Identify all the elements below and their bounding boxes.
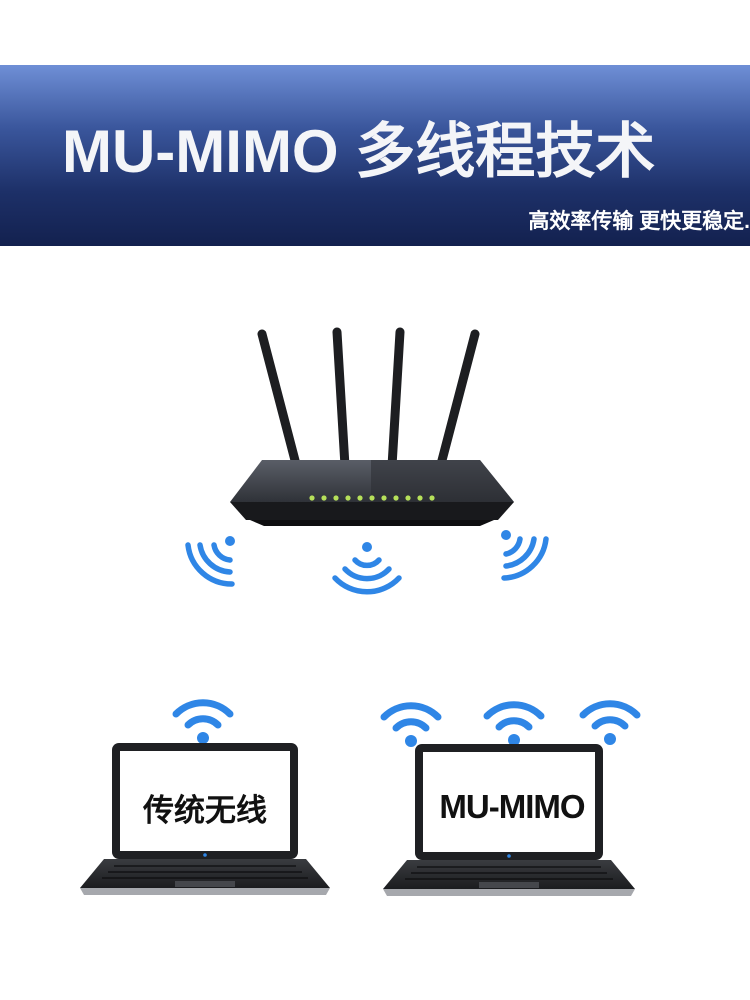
wifi-signal-icon-center (332, 542, 402, 595)
router-leds (309, 495, 435, 501)
header-banner: MU-MIMO 多线程技术 高效率传输 更快更稳定. (0, 65, 750, 246)
wifi-icon (579, 700, 641, 745)
wifi-signal-icon-right (501, 530, 549, 581)
laptop-mu-mimo (383, 744, 635, 896)
page-subtitle: 高效率传输 更快更稳定. (528, 210, 750, 233)
wifi-signal-icon-left (185, 536, 235, 587)
router-antennas (257, 327, 480, 473)
wifi-icon (380, 702, 442, 747)
page-title: MU-MIMO 多线程技术 (62, 118, 656, 185)
laptop-screen-label-traditional: 传统无线 (143, 793, 267, 828)
laptop-screen-label-mu-mimo: MU-MIMO (439, 788, 585, 825)
router-icon (230, 327, 514, 526)
wifi-icon (483, 701, 545, 746)
laptop-traditional (80, 743, 330, 895)
wifi-icon (172, 699, 234, 744)
